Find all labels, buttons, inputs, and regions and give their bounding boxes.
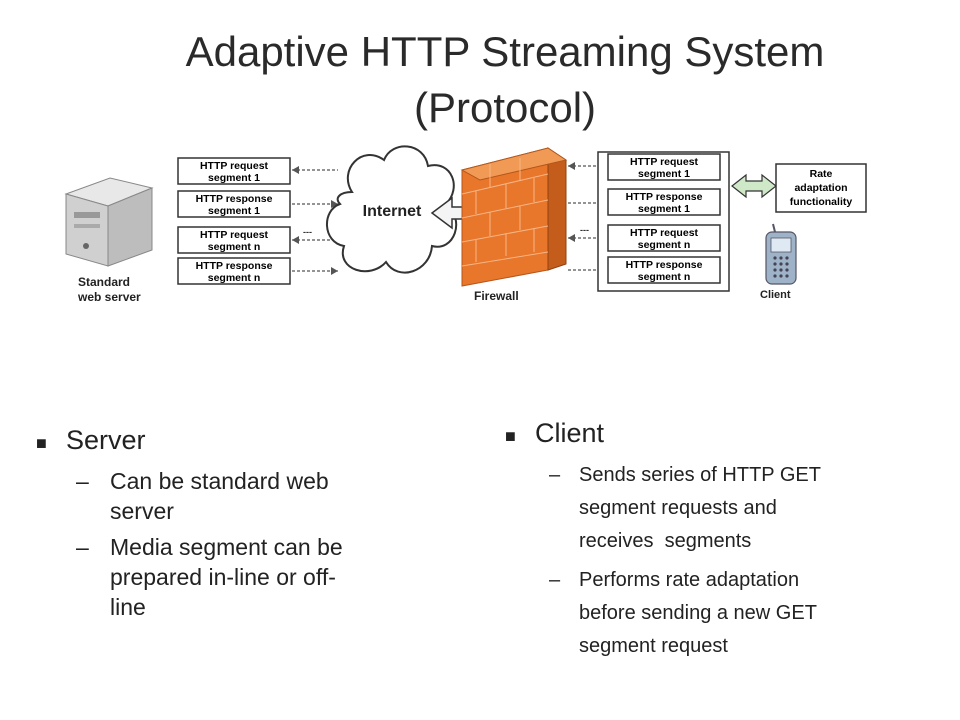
left-box-3-line-2: segment n bbox=[208, 241, 261, 253]
rate-box-line-1: Rate bbox=[810, 168, 833, 180]
left-message-boxes bbox=[177, 157, 291, 285]
bullet-square-icon: ■ bbox=[505, 426, 516, 446]
server-item-1-line-1: Can be standard web bbox=[110, 468, 329, 494]
rate-box-line-3: functionality bbox=[790, 196, 853, 208]
title-line-2: (Protocol) bbox=[413, 84, 597, 131]
internet-label: Internet bbox=[363, 203, 422, 220]
client-item-2-line-1: Performs rate adaptation bbox=[579, 569, 800, 591]
rate-box-line-2: adaptation bbox=[794, 182, 847, 194]
rate-adaptation-arrow bbox=[731, 173, 777, 199]
server-item-2: – Media segment can be prepared in-line … bbox=[76, 532, 436, 622]
right-box-3-line-2: segment n bbox=[638, 239, 691, 251]
bullet-square-icon: ■ bbox=[36, 433, 47, 453]
left-box-2-line-2: segment 1 bbox=[208, 205, 260, 217]
web-server-icon bbox=[64, 177, 154, 267]
server-label-line-2: web server bbox=[77, 290, 141, 304]
dash-icon: – bbox=[76, 468, 89, 494]
client-heading: Client bbox=[535, 418, 605, 448]
left-box-1-line-2: segment 1 bbox=[208, 172, 260, 184]
server-item-2-line-1: Media segment can be bbox=[110, 534, 343, 560]
firewall-label: Firewall bbox=[474, 289, 519, 303]
client-item-2-line-3: segment request bbox=[579, 635, 728, 657]
rate-adaptation-box bbox=[775, 163, 867, 213]
server-label-line-1: Standard bbox=[78, 275, 130, 289]
firewall-icon bbox=[460, 147, 568, 287]
right-box-4-line-2: segment n bbox=[638, 271, 691, 283]
server-heading: Server bbox=[66, 425, 146, 455]
left-box-4-line-2: segment n bbox=[208, 272, 261, 284]
internet-cloud-icon bbox=[326, 145, 458, 274]
server-item-1-line-2: server bbox=[110, 498, 174, 524]
right-box-3-line-1: HTTP request bbox=[630, 227, 699, 239]
client-label: Client bbox=[760, 289, 791, 301]
right-ellipsis: --- bbox=[580, 225, 589, 235]
slide-title: Adaptive HTTP Streaming System (Protocol… bbox=[0, 24, 960, 136]
left-box-2-line-1: HTTP response bbox=[196, 193, 273, 205]
server-heading-row: ■ Server bbox=[36, 425, 436, 456]
dash-icon: – bbox=[549, 569, 561, 591]
server-item-1: – Can be standard web server bbox=[76, 466, 436, 526]
dash-icon: – bbox=[549, 464, 561, 486]
client-item-2-line-2: before sending a new GET bbox=[579, 602, 817, 624]
server-section: ■ Server – Can be standard web server – … bbox=[36, 425, 436, 628]
client-section: ■ Client – Sends series of HTTP GET segm… bbox=[505, 418, 925, 669]
title-line-1: Adaptive HTTP Streaming System bbox=[185, 28, 825, 75]
right-box-1-line-1: HTTP request bbox=[630, 156, 699, 168]
client-item-2: – Performs rate adaptation before sendin… bbox=[549, 564, 925, 663]
right-box-4-line-1: HTTP response bbox=[626, 259, 703, 271]
client-item-1-line-2: segment requests and bbox=[579, 497, 777, 519]
client-heading-row: ■ Client bbox=[505, 418, 925, 449]
dash-icon: – bbox=[76, 534, 89, 560]
left-ellipsis: --- bbox=[303, 227, 312, 237]
client-item-1-line-1: Sends series of HTTP GET bbox=[579, 464, 821, 486]
right-box-1-line-2: segment 1 bbox=[638, 168, 690, 180]
left-box-3-line-1: HTTP request bbox=[200, 229, 269, 241]
right-box-2-line-2: segment 1 bbox=[638, 203, 690, 215]
right-box-2-line-1: HTTP response bbox=[626, 191, 703, 203]
server-item-2-line-3: line bbox=[110, 594, 146, 620]
left-box-1-line-1: HTTP request bbox=[200, 160, 269, 172]
client-item-1: – Sends series of HTTP GET segment reque… bbox=[549, 459, 925, 558]
right-message-boxes bbox=[607, 153, 721, 284]
left-dashed-arrows bbox=[292, 169, 338, 272]
left-box-4-line-1: HTTP response bbox=[196, 260, 273, 272]
mobile-phone-icon bbox=[765, 223, 797, 285]
client-item-1-line-3: receives segments bbox=[579, 530, 752, 552]
streaming-diagram: Standard web server HTTP request segment… bbox=[64, 145, 867, 304]
server-item-2-line-2: prepared in-line or off- bbox=[110, 564, 336, 590]
